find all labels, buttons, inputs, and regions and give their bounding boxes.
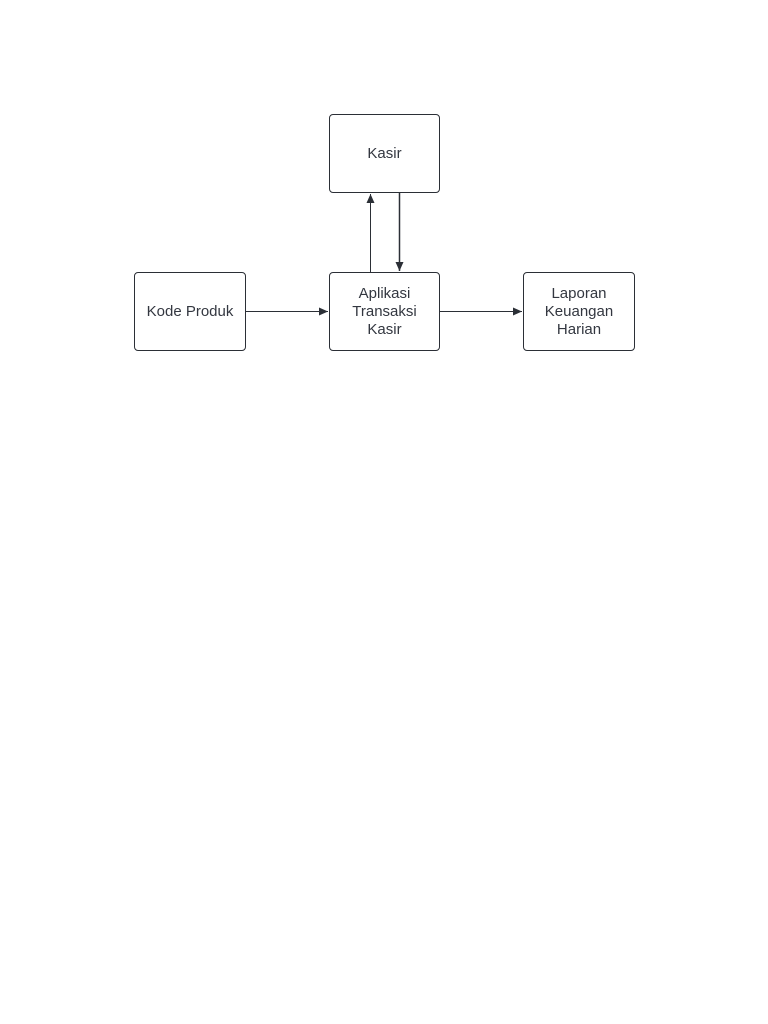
node-kasir: Kasir <box>329 114 440 193</box>
node-kode-produk: Kode Produk <box>134 272 246 351</box>
node-laporan-label: Laporan Keuangan Harian <box>544 284 614 338</box>
node-aplikasi-label: Aplikasi Transaksi Kasir <box>352 284 417 338</box>
node-laporan-keuangan-harian: Laporan Keuangan Harian <box>523 272 635 351</box>
node-kasir-label: Kasir <box>367 144 402 162</box>
node-aplikasi-transaksi-kasir: Aplikasi Transaksi Kasir <box>329 272 440 351</box>
node-kode-produk-label: Kode Produk <box>146 302 234 320</box>
